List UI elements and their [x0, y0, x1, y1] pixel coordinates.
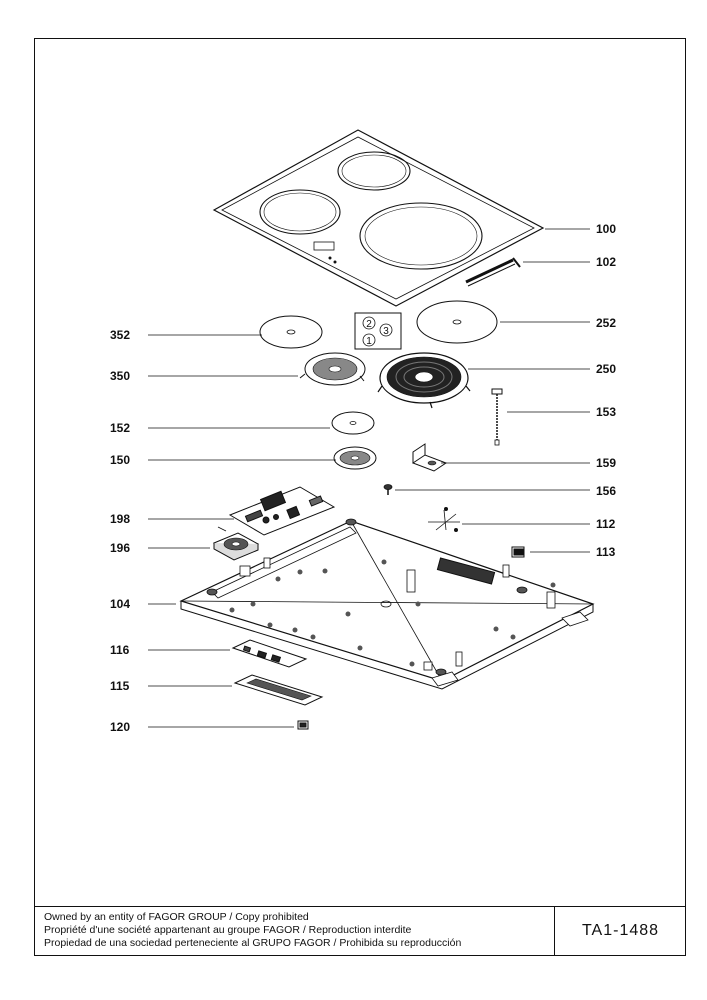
part-number-152: 152 — [110, 421, 130, 435]
sensor-rod — [465, 257, 521, 287]
part-numbers: 100 102 252 352 350 250 153 152 150 159 … — [110, 222, 616, 734]
mica-disk-small — [259, 315, 323, 349]
part-number-159: 159 — [596, 456, 616, 470]
part-number-252: 252 — [596, 316, 616, 330]
part-number-112: 112 — [596, 517, 616, 531]
title-block: Owned by an entity of FAGOR GROUP / Copy… — [34, 906, 686, 956]
mica-disk-medium — [331, 411, 375, 435]
zone-number-2: 2 — [366, 319, 372, 330]
cooking-zone-key: 2 3 1 — [354, 312, 402, 350]
screw — [383, 484, 393, 495]
fixing-clip — [297, 720, 309, 730]
part-number-100: 100 — [596, 222, 616, 236]
part-number-115: 115 — [110, 679, 130, 693]
drawing-sheet — [34, 38, 686, 956]
part-number-196: 196 — [110, 541, 130, 555]
part-number-198: 198 — [110, 512, 130, 526]
control-board — [231, 639, 308, 668]
part-number-104: 104 — [110, 597, 130, 611]
part-number-102: 102 — [596, 255, 616, 269]
base-tray — [179, 518, 595, 690]
inductor-coil-small — [299, 352, 366, 386]
copyright-line-fr: Propriété d'une société appartenant au g… — [44, 924, 412, 936]
glass-top — [212, 129, 545, 307]
part-number-120: 120 — [110, 720, 130, 734]
copyright-line-es: Propiedad de una sociedad perteneciente … — [44, 937, 462, 949]
zone-number-1: 1 — [366, 336, 372, 347]
part-number-352: 352 — [110, 328, 130, 342]
part-number-153: 153 — [596, 405, 616, 419]
cooling-fan — [212, 526, 260, 561]
fixing-bracket — [411, 443, 448, 472]
inductor-coil-large — [377, 352, 471, 409]
control-frame — [233, 674, 324, 706]
part-number-156: 156 — [596, 484, 616, 498]
earth-bolt — [491, 388, 503, 446]
wiring-harness — [428, 507, 460, 532]
part-number-116: 116 — [110, 643, 130, 657]
inductor-coil-medium — [333, 446, 377, 470]
copyright-notice: Owned by an entity of FAGOR GROUP / Copy… — [44, 911, 554, 950]
copyright-line-en: Owned by an entity of FAGOR GROUP / Copy… — [44, 911, 309, 923]
leader-lines — [148, 228, 590, 728]
part-number-250: 250 — [596, 362, 616, 376]
part-number-350: 350 — [110, 369, 130, 383]
terminal-block — [511, 546, 525, 558]
zone-number-3: 3 — [383, 326, 389, 337]
drawing-code: TA1-1488 — [554, 907, 686, 955]
part-number-150: 150 — [110, 453, 130, 467]
power-board — [228, 486, 336, 536]
mica-disk-large — [416, 300, 498, 344]
part-number-113: 113 — [596, 545, 616, 559]
